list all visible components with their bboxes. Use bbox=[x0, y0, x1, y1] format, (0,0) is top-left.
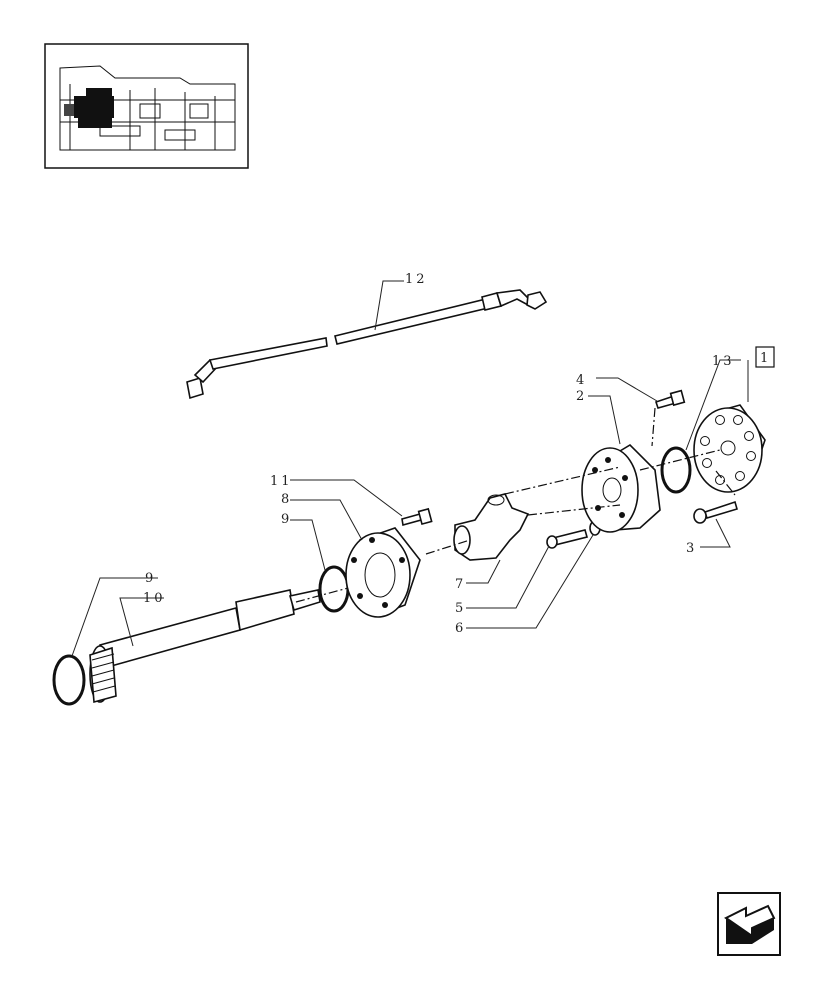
coupling-hub bbox=[453, 493, 530, 561]
flange-2 bbox=[581, 443, 661, 533]
callout-7: 7 bbox=[455, 577, 466, 592]
back-arrow-icon[interactable] bbox=[717, 892, 781, 956]
callout-3: 3 bbox=[686, 541, 697, 556]
callout-6: 6 bbox=[455, 621, 466, 636]
callout-2: 2 bbox=[576, 389, 587, 404]
callout-9-middle: 9 bbox=[281, 512, 292, 527]
callout-10: 10 bbox=[143, 591, 166, 606]
reference-box bbox=[755, 346, 775, 368]
assembly-axis-lines bbox=[295, 407, 736, 603]
callout-8: 8 bbox=[281, 492, 292, 507]
callout-5: 5 bbox=[455, 601, 466, 616]
bolt-4 bbox=[654, 389, 686, 409]
callout-11: 11 bbox=[270, 474, 293, 489]
hydraulic-pipe bbox=[186, 289, 548, 400]
o-ring-13 bbox=[660, 446, 692, 494]
callout-9-left: 9 bbox=[145, 571, 156, 586]
callout-12: 12 bbox=[405, 272, 428, 287]
bolt-5 bbox=[546, 529, 588, 549]
callout-4: 4 bbox=[576, 373, 587, 388]
bolt-3 bbox=[693, 500, 738, 524]
o-ring-left bbox=[52, 654, 86, 706]
bolt-11 bbox=[401, 507, 433, 527]
callout-1: 1 bbox=[760, 351, 771, 366]
callout-13: 13 bbox=[712, 354, 735, 369]
pinion-shaft bbox=[89, 589, 321, 704]
splined-flange bbox=[345, 527, 421, 618]
leader-lines bbox=[71, 280, 749, 657]
o-ring-middle bbox=[318, 565, 350, 613]
perforated-disc bbox=[693, 404, 766, 493]
locator-thumbnail bbox=[44, 43, 249, 169]
